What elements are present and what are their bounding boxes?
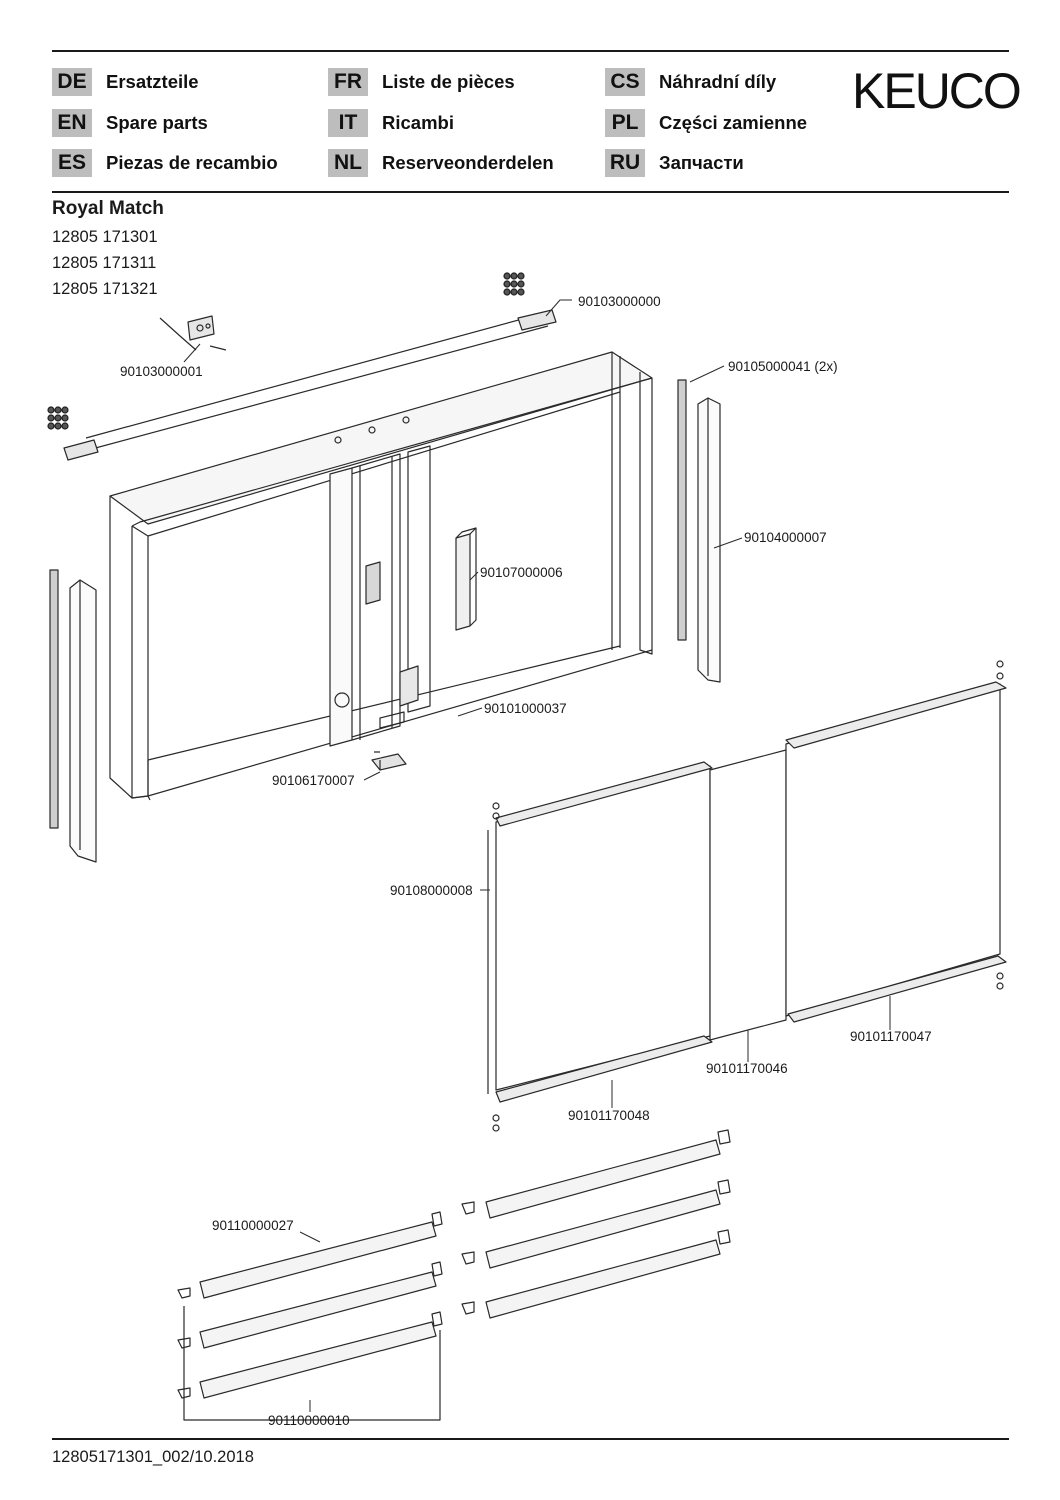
part-label: 90101170046 [706, 1061, 788, 1076]
cabinet-body [109, 351, 653, 801]
lang-label: Liste de pièces [382, 71, 515, 92]
top-rails [63, 309, 557, 461]
part-label: 90101170048 [568, 1108, 650, 1123]
part-label: 90101000037 [484, 701, 567, 716]
lang-label: Części zamienne [659, 112, 808, 133]
part-label: 90103000001 [120, 364, 203, 379]
part-label: 90104000007 [744, 530, 827, 545]
lang-it: IT Ricambi [328, 109, 454, 137]
lang-label: Spare parts [106, 112, 208, 133]
side-profiles [49, 379, 721, 863]
part-label: 90110000027 [212, 1218, 294, 1233]
part-label: 90101170047 [850, 1029, 932, 1044]
document-code: 12805171301_002/10.2018 [52, 1448, 254, 1466]
lang-de: DE Ersatzteile [52, 68, 199, 96]
screw-packs [47, 272, 525, 430]
part-label: 90105000041 (2x) [728, 359, 838, 374]
lang-code: FR [328, 68, 368, 96]
lang-code: CS [605, 68, 645, 96]
lang-label: Запчасти [659, 152, 744, 173]
part-label: 90103000000 [578, 294, 661, 309]
brand-logo: KEUCO [852, 63, 1022, 119]
article-number: 12805 171311 [52, 254, 157, 272]
lang-code: EN [52, 109, 92, 137]
lang-code: NL [328, 149, 368, 177]
lang-cs: CS Náhradní díly [605, 68, 776, 96]
lang-code: DE [52, 68, 92, 96]
lang-code: PL [605, 109, 645, 137]
lang-nl: NL Reserveonderdelen [328, 149, 554, 177]
part-label: 90110000010 [268, 1413, 350, 1428]
part-label: 90106170007 [272, 773, 355, 788]
lang-label: Reserveonderdelen [382, 152, 554, 173]
lang-ru: RU Запчасти [605, 149, 744, 177]
part-label: 90107000006 [480, 565, 563, 580]
lang-code: ES [52, 149, 92, 177]
part-label: 90108000008 [390, 883, 473, 898]
clamp-part [371, 751, 407, 771]
glass-shelves-left [177, 1211, 443, 1421]
footer-rule [52, 1438, 1009, 1440]
lang-code: IT [328, 109, 368, 137]
part-labels: 90103000000 90103000001 90105000041 (2x)… [120, 294, 932, 1428]
mirror-doors [487, 660, 1007, 1132]
lang-label: Náhradní díly [659, 71, 777, 92]
article-number: 12805 171301 [52, 228, 158, 246]
lang-pl: PL Części zamienne [605, 109, 807, 137]
lang-es: ES Piezas de recambio [52, 149, 278, 177]
lang-label: Ersatzteile [106, 71, 199, 92]
product-name: Royal Match [52, 198, 164, 219]
lang-fr: FR Liste de pièces [328, 68, 515, 96]
leader-lines [183, 299, 891, 1412]
lang-en: EN Spare parts [52, 109, 208, 137]
header-bottom-rule [52, 191, 1009, 193]
lang-label: Ricambi [382, 112, 454, 133]
lang-code: RU [605, 149, 645, 177]
glass-shelves-right [461, 1129, 731, 1319]
top-rule [52, 50, 1009, 52]
lang-label: Piezas de recambio [106, 152, 278, 173]
article-number: 12805 171321 [52, 280, 158, 298]
